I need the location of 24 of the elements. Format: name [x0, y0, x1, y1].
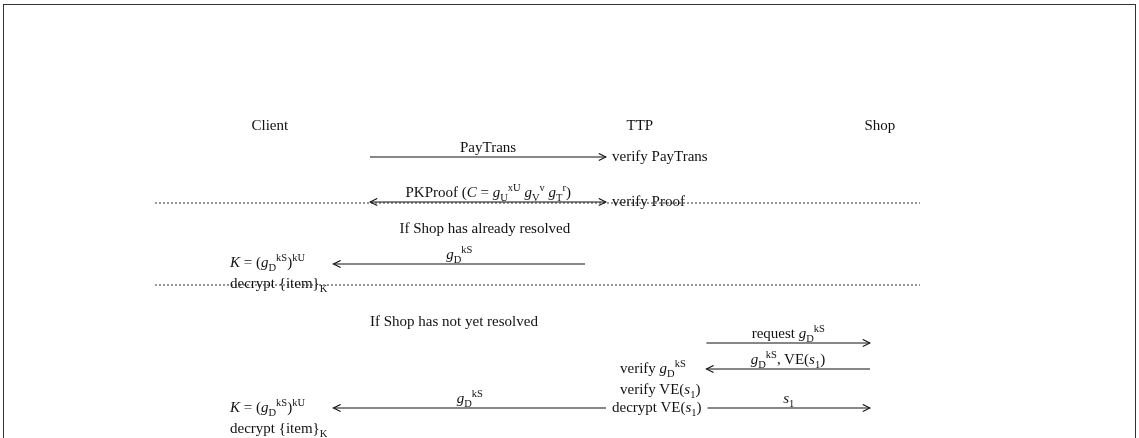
edge-label: PayTrans: [460, 138, 517, 156]
step-text: decrypt VE(s$_{1}$): [612, 399, 702, 416]
edge-label: s$_{1}$: [783, 389, 795, 407]
column-heading: TTP: [626, 116, 654, 134]
column-heading: Client: [251, 116, 289, 134]
message-arrow: [706, 403, 871, 413]
step-text: K = (g$_{D}$$^{kS}$)$^{kU}$: [230, 254, 306, 271]
edge-label: PKProof (C = g$_{U}$$^{xU}$ g$_{V}$$^{v}$ g$_{T}$$^{r}$): [405, 183, 571, 201]
message-arrow: [332, 259, 586, 269]
message-arrow: [332, 403, 607, 413]
step-text: decrypt {item}$_{K}$: [230, 274, 328, 291]
step-text: verify VE(s$_{1}$): [620, 380, 701, 397]
message-arrow: [369, 152, 607, 162]
case-heading: If Shop has already resolved: [399, 219, 571, 237]
step-text: verify PayTrans: [612, 148, 708, 165]
step-text: decrypt {item}$_{K}$: [230, 419, 328, 436]
step-text: verify Proof: [612, 193, 685, 210]
column-heading: Shop: [864, 116, 896, 134]
case-heading: If Shop has not yet resolved: [370, 312, 538, 330]
edge-label: g$_{D}$$^{kS}$, VE(s$_{1}$): [750, 350, 826, 368]
message-arrow: [705, 338, 871, 348]
message-arrow: [369, 197, 607, 207]
message-arrow: [705, 364, 871, 374]
step-text: K = (g$_{D}$$^{kS}$)$^{kU}$: [230, 399, 306, 416]
